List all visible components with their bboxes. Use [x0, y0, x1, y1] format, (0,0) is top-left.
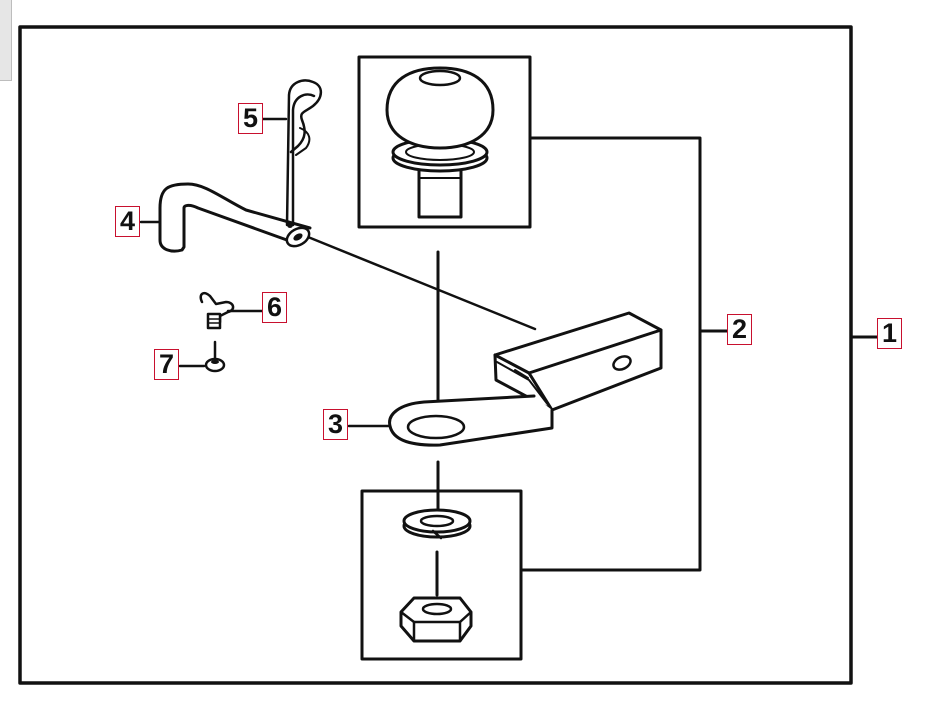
callout-4: 4	[115, 206, 140, 237]
nut-washer-inset	[360, 489, 523, 661]
hitch-ball-inset	[357, 55, 532, 229]
callout-1: 1	[877, 318, 902, 349]
callout-2: 2	[727, 314, 752, 345]
pin-leader-line	[306, 235, 537, 331]
callout-7: 7	[154, 349, 179, 380]
hex-nut-icon	[399, 596, 473, 643]
assembly-frame	[18, 25, 853, 685]
nut-icon	[178, 340, 226, 373]
hitch-ball-icon	[385, 66, 495, 219]
callout-6: 6	[262, 292, 287, 323]
tow-bar-icon	[388, 311, 663, 447]
callout-3: 3	[323, 409, 348, 440]
wing-bolt-icon	[199, 291, 265, 330]
window-corner-tab	[0, 0, 12, 81]
lock-washer-icon	[402, 508, 472, 540]
hair-pin-clip-icon	[285, 79, 323, 228]
callout-5: 5	[238, 103, 263, 134]
hitch-pin-icon	[158, 182, 312, 253]
subassembly-bracket	[519, 136, 702, 572]
